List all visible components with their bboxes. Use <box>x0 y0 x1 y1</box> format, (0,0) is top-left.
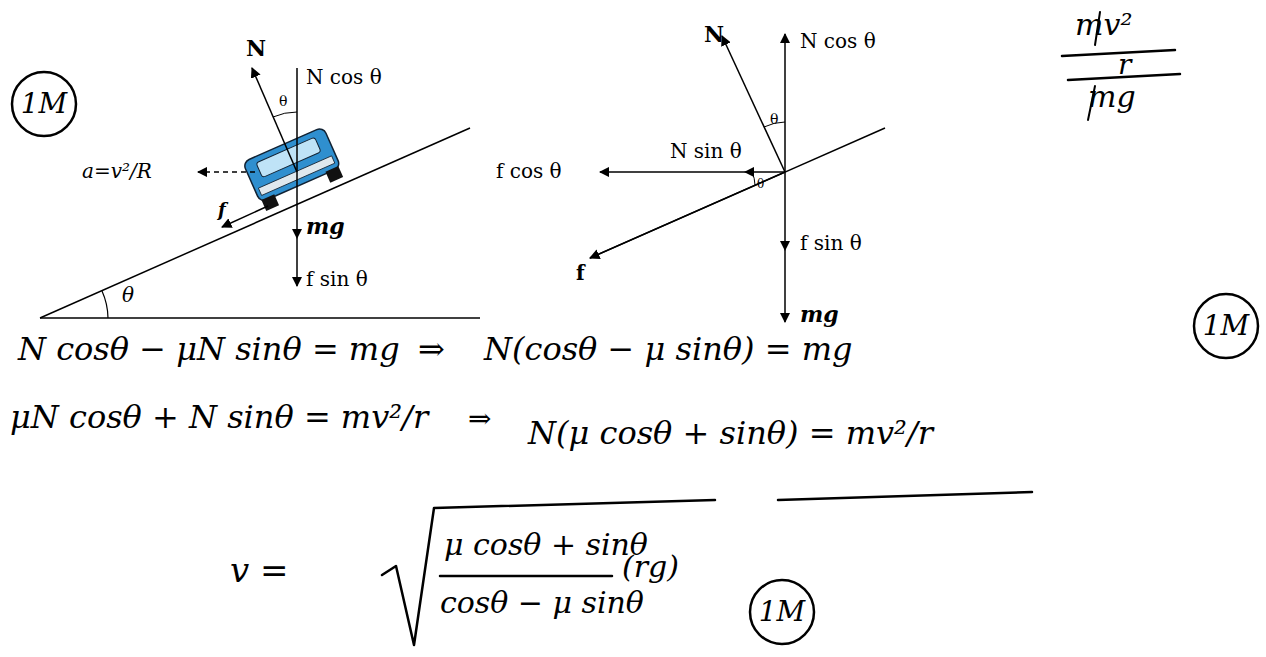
angle-arc <box>102 291 108 318</box>
angle-arc <box>752 172 755 185</box>
mark-text: 1M <box>21 89 67 120</box>
car-picture <box>243 127 345 212</box>
handwritten-equation: μ cosθ + sinθ <box>444 528 648 561</box>
mark-text: 1M <box>1203 311 1249 342</box>
force-label: f sin θ <box>800 232 862 254</box>
f-sin-arrow <box>296 238 298 286</box>
handwritten-math: mv² <box>1075 8 1132 41</box>
handwritten-equation: cosθ − μ sinθ <box>440 586 644 619</box>
normal-arrow <box>252 68 297 172</box>
handwritten-math: mg <box>1088 80 1136 113</box>
friction-arrow <box>590 172 785 258</box>
f-sin-arrow <box>784 172 786 250</box>
square-root-sign <box>382 500 715 645</box>
force-label: f <box>576 262 585 284</box>
circle-outline <box>750 580 814 644</box>
force-label: f <box>218 200 226 220</box>
angle-label: θ <box>770 112 778 127</box>
force-label: a=v²/R <box>82 160 152 182</box>
f-cos-arrow <box>600 171 745 173</box>
mark-text: 1M <box>759 597 805 628</box>
friction-arrow <box>222 206 268 227</box>
incline-line <box>590 128 885 258</box>
mg-arrow <box>296 68 298 238</box>
ground-line <box>40 317 480 319</box>
handwritten-equation: N(μ cosθ + sinθ) = mv²/r <box>528 416 933 451</box>
force-label: f cos θ <box>496 160 562 182</box>
underline-stroke <box>778 492 1032 500</box>
fraction-bar <box>440 575 612 578</box>
n-cos-arrow <box>784 34 786 172</box>
acceleration-arrow <box>198 171 255 173</box>
handwritten-arrow: ⇒ <box>418 332 445 367</box>
angle-label: θ <box>279 94 287 109</box>
angle-arc <box>273 112 297 117</box>
force-label: N sin θ <box>670 140 742 162</box>
angle-label: θ <box>757 178 764 191</box>
angle-label: θ <box>122 284 134 306</box>
force-label: N <box>704 22 724 46</box>
force-label: mg <box>306 214 345 238</box>
circle-outline <box>12 72 76 136</box>
force-label: mg <box>800 302 839 326</box>
force-label: f sin θ <box>306 268 368 290</box>
handwritten-arrow: ⇒ <box>468 404 491 435</box>
handwritten-math: r <box>1118 50 1131 81</box>
handwritten-equation: μN cosθ + N sinθ = mv²/r <box>10 400 428 435</box>
force-label: N <box>246 36 266 60</box>
handwritten-equation: (rg) <box>622 550 679 583</box>
n-sin-arrow <box>745 171 785 173</box>
mark-circle: 1M <box>748 578 816 646</box>
mark-circle: 1M <box>1192 292 1260 360</box>
handwritten-equation: v = <box>230 552 289 589</box>
mg-arrow <box>784 250 786 322</box>
force-label: N cos θ <box>800 30 876 52</box>
mark-circle: 1M <box>10 70 78 138</box>
force-label: N cos θ <box>306 66 382 88</box>
handwritten-equation: N cosθ − μN sinθ = mg <box>18 332 400 367</box>
circle-outline <box>1194 294 1258 358</box>
handwritten-equation: N(cosθ − μ sinθ) = mg <box>484 332 852 367</box>
